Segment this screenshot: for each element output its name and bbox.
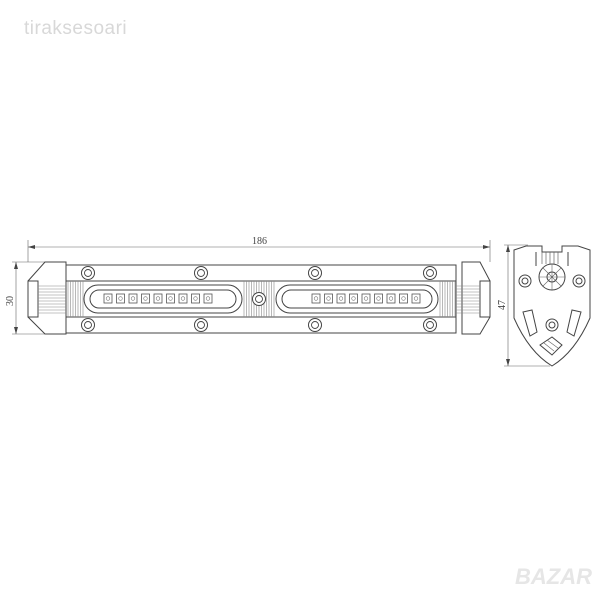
led-dot xyxy=(143,296,148,301)
led xyxy=(324,293,333,304)
led-dot xyxy=(401,296,406,301)
cooling-fins xyxy=(38,281,480,317)
screw-icon xyxy=(252,292,266,306)
light-bar-front-view xyxy=(27,261,491,335)
led xyxy=(361,293,371,304)
led xyxy=(191,293,200,304)
length-dimension: 186 xyxy=(27,236,491,262)
length-label: 186 xyxy=(252,236,267,247)
height-label: 30 xyxy=(5,296,16,306)
led xyxy=(153,293,163,304)
led xyxy=(399,293,408,304)
led xyxy=(128,293,138,304)
led-array xyxy=(103,293,421,304)
led-dot xyxy=(351,296,356,301)
mounting-screws xyxy=(81,266,437,332)
screw-icon xyxy=(81,266,95,280)
screw-head xyxy=(84,321,92,329)
led-dot xyxy=(193,296,198,301)
light-bar-side-view: 47 xyxy=(497,244,591,367)
led-dot xyxy=(105,296,111,301)
led-window-right xyxy=(275,284,439,314)
screw-head xyxy=(255,295,263,303)
screw-icon xyxy=(194,318,208,332)
led-dot xyxy=(118,296,123,301)
led-dot xyxy=(363,296,369,301)
led-dot xyxy=(180,296,186,301)
led-dot xyxy=(168,296,173,301)
screw-head xyxy=(84,269,92,277)
screw-icon xyxy=(308,318,322,332)
led xyxy=(166,293,175,304)
screw-icon xyxy=(194,266,208,280)
led-dot xyxy=(338,296,344,301)
screw-head xyxy=(197,269,205,277)
led xyxy=(311,293,321,304)
led-window-left xyxy=(83,284,243,314)
led-dot xyxy=(313,296,319,301)
led xyxy=(141,293,150,304)
led xyxy=(203,293,213,304)
led-window-left-inner xyxy=(89,289,237,309)
led xyxy=(103,293,113,304)
led-window-right-inner xyxy=(281,289,433,309)
led xyxy=(178,293,188,304)
led xyxy=(411,293,421,304)
led xyxy=(349,293,358,304)
screw-icon xyxy=(423,266,437,280)
screw-icon xyxy=(308,266,322,280)
depth-label: 47 xyxy=(497,300,508,310)
led xyxy=(116,293,125,304)
watermark-text: tiraksesoari xyxy=(24,18,128,39)
screw-head xyxy=(311,321,319,329)
led-dot xyxy=(155,296,161,301)
screw-icon xyxy=(423,318,437,332)
led-dot xyxy=(376,296,381,301)
led-dot xyxy=(388,296,394,301)
led-dot xyxy=(326,296,331,301)
screw-head xyxy=(426,269,434,277)
bazar-logo: BAZAR xyxy=(515,564,592,589)
screw-head xyxy=(426,321,434,329)
screw-icon xyxy=(81,318,95,332)
screw-head xyxy=(311,269,319,277)
led xyxy=(336,293,346,304)
led xyxy=(374,293,383,304)
led-dot xyxy=(130,296,136,301)
led-dot xyxy=(413,296,419,301)
screw-head xyxy=(197,321,205,329)
led-dot xyxy=(205,296,211,301)
led xyxy=(386,293,396,304)
